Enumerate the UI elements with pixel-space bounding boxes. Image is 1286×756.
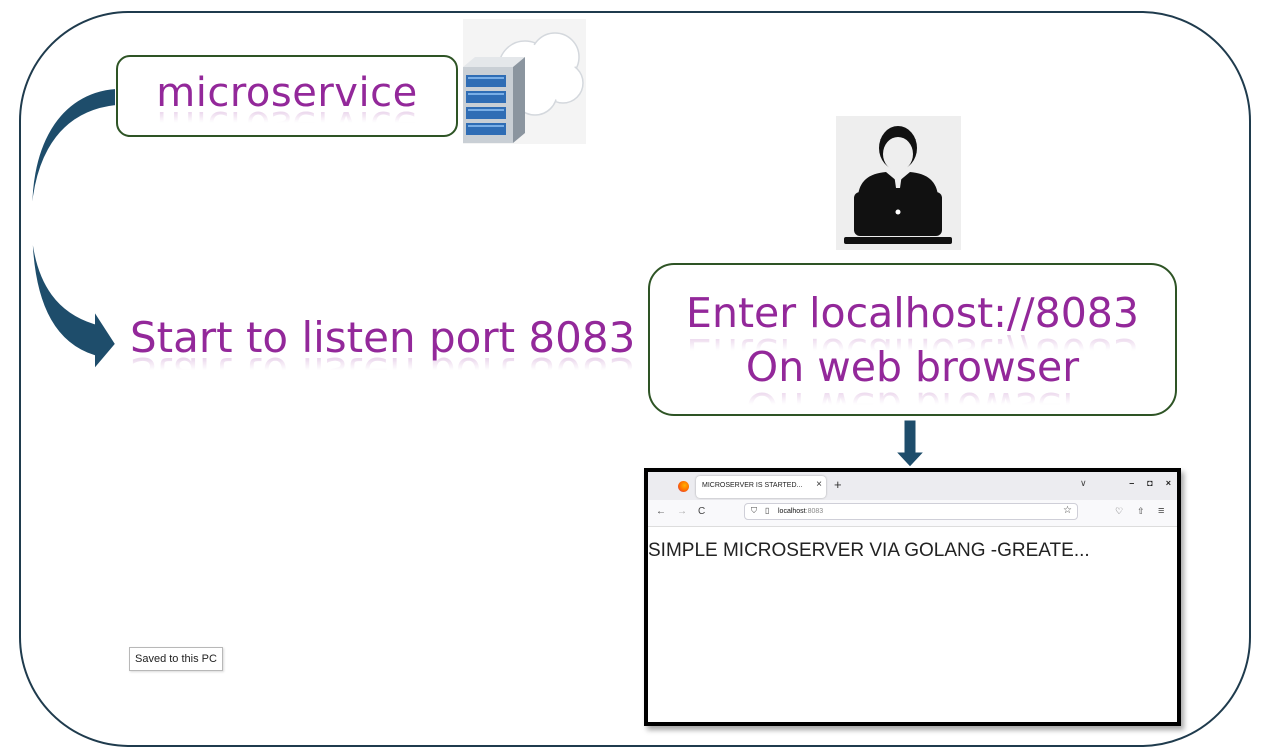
tab-list-icon[interactable]: ∨ [1080, 478, 1087, 488]
server-cloud-icon [463, 19, 586, 144]
down-arrow [895, 420, 925, 468]
shield-icon: ⛉ [751, 506, 757, 515]
new-tab-icon[interactable]: + [834, 477, 842, 492]
menu-icon[interactable]: ≡ [1158, 505, 1165, 517]
browser-screenshot: MICROSERVER IS STARTED... × + ∨ – ◘ × ← … [644, 468, 1181, 726]
page-content-text: SIMPLE MICROSERVER VIA GOLANG -GREATE... [648, 540, 1090, 561]
url-port: :8083 [805, 508, 824, 515]
maximize-icon[interactable]: ◘ [1147, 478, 1153, 488]
bookmark-star-icon[interactable]: ☆ [1063, 505, 1072, 516]
curved-arrow [30, 88, 118, 373]
url-text: localhost:8083 [778, 508, 823, 515]
browser-nav-bar: ← → C ⛉ ▯ localhost:8083 ☆ ♡ ⇧ ≡ [648, 500, 1177, 527]
minimize-icon[interactable]: – [1129, 478, 1135, 488]
url-host: localhost [778, 508, 806, 515]
instruction-box: Enter localhost://8083 On web browser [648, 263, 1177, 416]
reload-icon[interactable]: C [698, 506, 706, 517]
tab-title: MICROSERVER IS STARTED... [702, 482, 803, 489]
firefox-icon [678, 481, 689, 492]
user-laptop-icon [836, 116, 961, 250]
saved-status-tooltip: Saved to this PC [129, 647, 223, 671]
instruction-line-2: On web browser [745, 342, 1080, 391]
url-bar[interactable]: ⛉ ▯ localhost:8083 ☆ [744, 503, 1078, 520]
browser-tab[interactable]: MICROSERVER IS STARTED... × [696, 476, 826, 498]
page-icon: ▯ [765, 506, 770, 515]
instruction-line-1: Enter localhost://8083 [686, 288, 1139, 337]
back-icon[interactable]: ← [656, 506, 666, 517]
listen-port-label: Start to listen port 8083 [130, 313, 636, 362]
close-icon[interactable]: × [1165, 478, 1171, 488]
tab-close-icon[interactable]: × [816, 479, 822, 490]
window-controls: – ◘ × [1129, 478, 1171, 488]
pocket-icon[interactable]: ♡ [1115, 506, 1124, 516]
extensions-icon[interactable]: ⇧ [1137, 506, 1145, 516]
microservice-label: microservice [156, 70, 418, 116]
forward-icon[interactable]: → [677, 506, 687, 517]
slide-frame [19, 11, 1251, 747]
browser-tab-bar: MICROSERVER IS STARTED... × + ∨ – ◘ × [648, 472, 1177, 500]
microservice-box: microservice [116, 55, 458, 137]
